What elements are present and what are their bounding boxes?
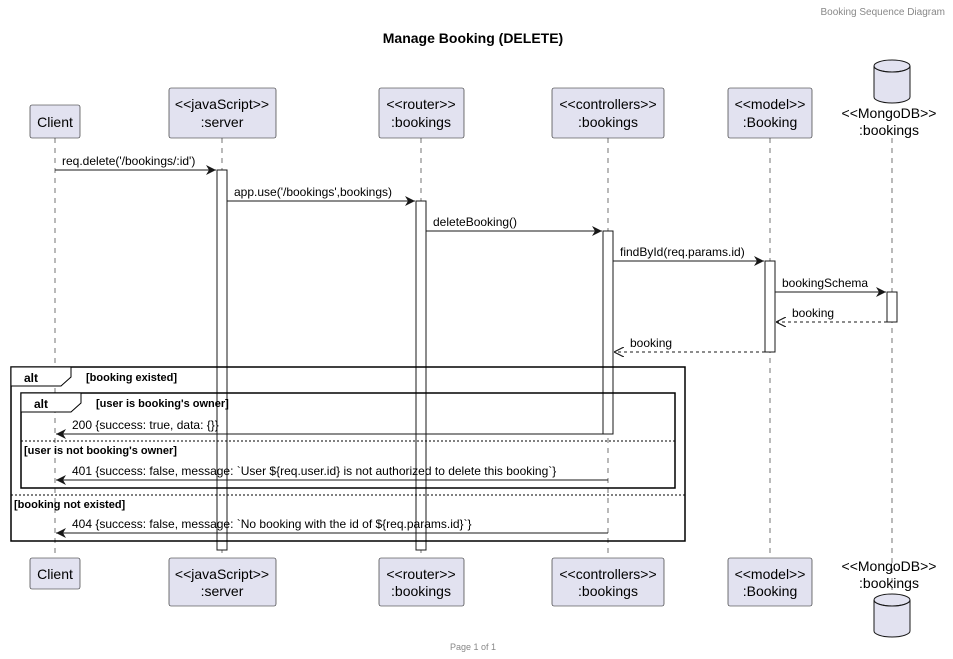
message-label-2: app.use('/bookings',bookings): [234, 185, 392, 199]
svg-text:<<router>>: <<router>>: [386, 96, 455, 112]
fragment-inner-else-guard: [user is not booking's owner]: [24, 445, 177, 457]
participant-router-bottom: <<router>> :bookings: [378, 557, 465, 607]
activation-router: [415, 200, 427, 551]
message-label-5: bookingSchema: [782, 276, 868, 290]
message-label-3: deleteBooking(): [433, 215, 517, 229]
participant-model-top: <<model>> :Booking: [727, 87, 813, 139]
svg-text:<<model>>: <<model>>: [735, 566, 806, 582]
fragment-outer: alt [booking existed] [booking not exist…: [10, 366, 686, 542]
participant-server-bottom: <<javaScript>> :server: [168, 557, 277, 607]
database-icon: [873, 66, 911, 104]
activation-bars: [216, 169, 898, 551]
participant-model-bottom: <<model>> :Booking: [727, 557, 813, 607]
svg-text:Client: Client: [37, 566, 73, 582]
svg-text::bookings: :bookings: [391, 114, 451, 130]
participants-bottom: Client <<javaScript>> :server <<router>>…: [29, 557, 937, 638]
participant-controller-bottom: <<controllers>> :bookings: [551, 557, 665, 607]
svg-text::Booking: :Booking: [743, 583, 797, 599]
participant-db-bottom: <<MongoDB>> :bookings: [842, 558, 937, 638]
activation-db: [886, 291, 898, 323]
svg-text:<<javaScript>>: <<javaScript>>: [175, 566, 269, 582]
fragment-inner-label: alt: [34, 397, 48, 411]
message-labels: req.delete('/bookings/:id') app.use('/bo…: [62, 154, 868, 531]
diagram-title: Manage Booking (DELETE): [383, 30, 563, 46]
participant-controller-top: <<controllers>> :bookings: [551, 87, 665, 139]
svg-text::server: :server: [201, 583, 244, 599]
svg-text::bookings: :bookings: [859, 122, 919, 138]
page-footer: Page 1 of 1: [450, 642, 496, 652]
svg-text:<<javaScript>>: <<javaScript>>: [175, 96, 269, 112]
activation-server: [216, 169, 228, 551]
svg-text::server: :server: [201, 114, 244, 130]
svg-text::Booking: :Booking: [743, 114, 797, 130]
participant-db-top: <<MongoDB>> :bookings: [842, 59, 937, 138]
fragment-outer-else-guard: [booking not existed]: [14, 499, 126, 511]
message-label-7: booking: [630, 336, 672, 350]
fragment-inner-guard: [user is booking's owner]: [96, 398, 229, 410]
message-label-4: findById(req.params.id): [620, 245, 745, 259]
svg-text::bookings: :bookings: [859, 575, 919, 591]
message-label-9: 401 {success: false, message: `User ${re…: [72, 464, 556, 478]
svg-text:<<model>>: <<model>>: [735, 96, 806, 112]
participant-server-top: <<javaScript>> :server: [168, 87, 277, 139]
svg-text:Client: Client: [37, 114, 73, 130]
svg-text::bookings: :bookings: [578, 583, 638, 599]
svg-text::bookings: :bookings: [578, 114, 638, 130]
header-caption: Booking Sequence Diagram: [820, 7, 945, 18]
database-icon: [873, 600, 911, 638]
participant-router-top: <<router>> :bookings: [378, 87, 465, 139]
fragment-outer-label: alt: [24, 371, 38, 385]
participants-top: Client <<javaScript>> :server <<router>>…: [29, 59, 937, 139]
participant-client-bottom: Client: [29, 557, 81, 590]
svg-text:<<router>>: <<router>>: [386, 566, 455, 582]
message-label-8: 200 {success: true, data: {}}: [72, 418, 219, 432]
fragment-outer-guard: [booking existed]: [86, 372, 177, 384]
message-label-1: req.delete('/bookings/:id'): [62, 154, 195, 168]
svg-text:<<controllers>>: <<controllers>>: [559, 566, 656, 582]
message-label-10: 404 {success: false, message: `No bookin…: [72, 517, 472, 531]
participant-client-top: Client: [29, 104, 81, 139]
svg-text:<<controllers>>: <<controllers>>: [559, 96, 656, 112]
activation-controller: [602, 230, 614, 435]
activation-model: [764, 260, 776, 353]
svg-text::bookings: :bookings: [391, 583, 451, 599]
svg-text:<<MongoDB>>: <<MongoDB>>: [842, 558, 937, 574]
messages: [55, 165, 887, 538]
fragment-inner: alt [user is booking's owner] [user is n…: [20, 392, 676, 489]
svg-text:<<MongoDB>>: <<MongoDB>>: [842, 105, 937, 121]
message-label-6: booking: [792, 306, 834, 320]
